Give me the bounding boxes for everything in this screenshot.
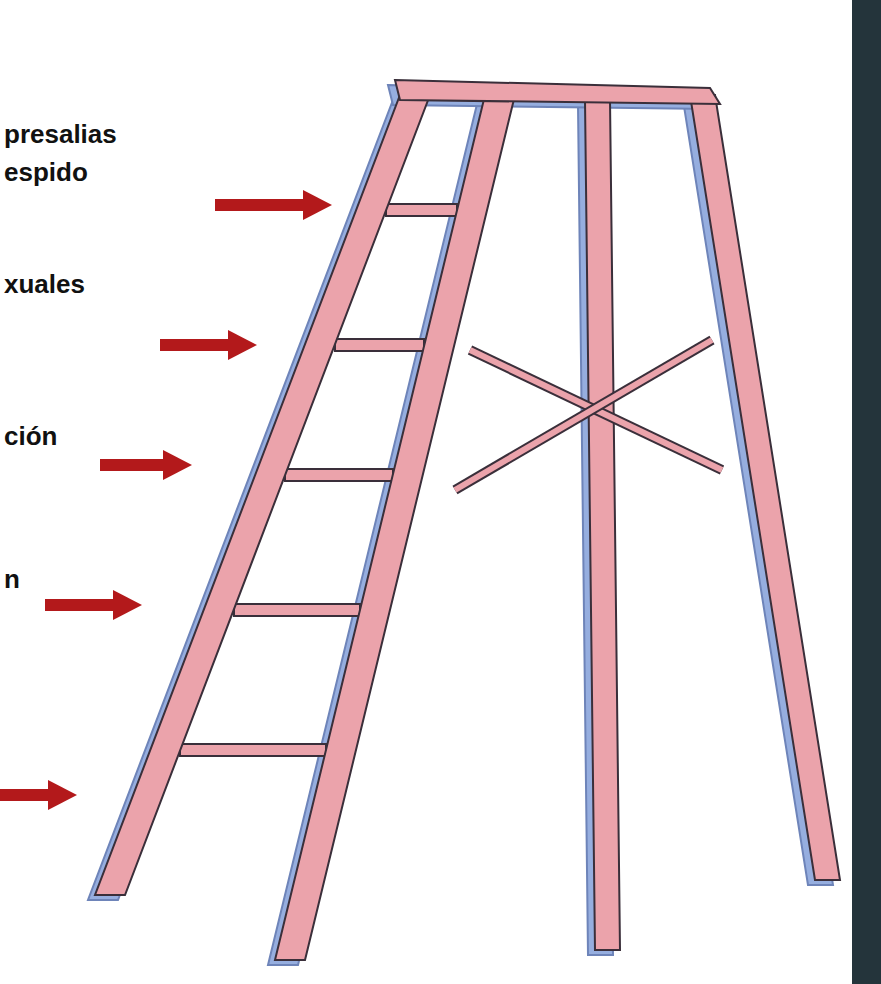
callout-label: ción [4,422,57,451]
ladder [95,80,840,960]
callout-label: n [4,565,20,594]
callout-label: xuales [4,270,85,299]
callout-label: presalias [4,120,117,149]
pointer-arrows [0,190,332,810]
callout-label: espido [4,158,88,187]
